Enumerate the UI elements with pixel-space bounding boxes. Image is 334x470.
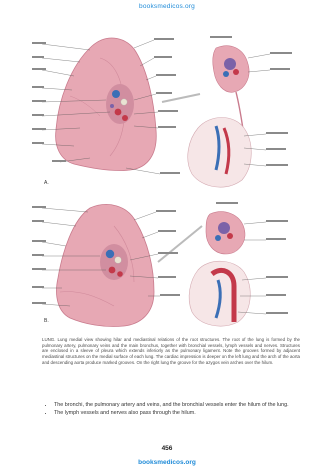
figure-caption: LUNG. Lung medial view showing hilar and… bbox=[42, 337, 300, 366]
header-link[interactable]: booksmedicos.org bbox=[0, 3, 334, 10]
bullet-item: The bronchi, the pulmonary artery and ve… bbox=[54, 402, 304, 410]
figure-top bbox=[30, 18, 320, 196]
lung-top-main bbox=[56, 38, 157, 171]
bullet-item: The lymph vessels and nerves also pass t… bbox=[54, 410, 304, 418]
footer-link[interactable]: booksmedicos.org bbox=[0, 459, 334, 466]
page-number: 456 bbox=[0, 445, 334, 452]
figure-top-label: A. bbox=[44, 180, 49, 186]
figure-bottom bbox=[30, 196, 320, 334]
figure-bottom-label: B. bbox=[44, 318, 49, 324]
bullet-list: The bronchi, the pulmonary artery and ve… bbox=[46, 402, 304, 417]
